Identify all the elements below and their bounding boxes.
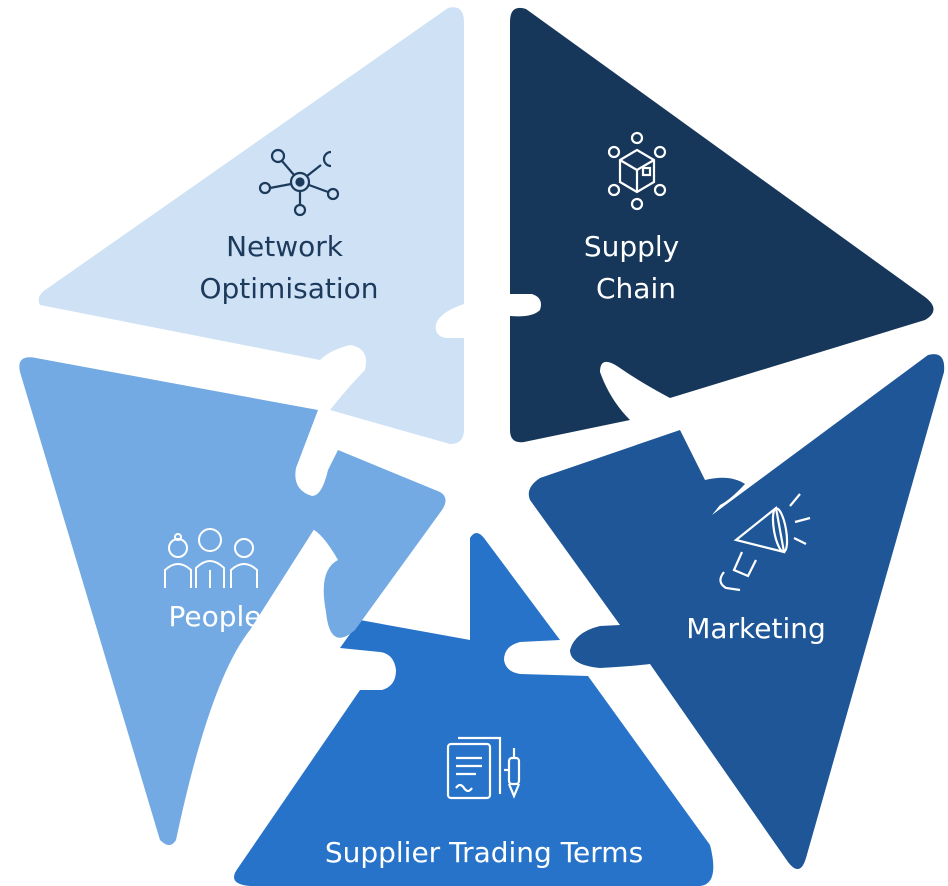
segment-people: People	[19, 357, 446, 845]
segment-supply-chain: Supply Chain	[510, 7, 934, 443]
segment-label-marketing: Marketing	[686, 612, 826, 645]
segment-label-people: People	[168, 600, 261, 633]
segment-label-supply-chain: Supply Chain	[584, 230, 688, 305]
segment-label-network-optimisation: Network Optimisation	[199, 230, 378, 305]
supply-chain-box-icon	[607, 131, 667, 211]
label-line: Supply	[584, 230, 679, 263]
segment-marketing: Marketing	[528, 354, 945, 870]
people-group-icon	[164, 528, 258, 588]
label-line: Marketing	[686, 612, 826, 645]
segment-label-supplier-trading-terms: Supplier Trading Terms	[325, 836, 643, 869]
segment-supplier-trading-terms: Supplier Trading Terms	[234, 533, 714, 886]
segment-network-optimisation: Network Optimisation	[38, 7, 464, 444]
label-line: Chain	[596, 272, 676, 305]
megaphone-icon	[719, 493, 811, 592]
contract-document-icon	[446, 736, 521, 800]
network-icon	[258, 148, 340, 217]
label-line: Supplier Trading Terms	[325, 836, 643, 869]
label-line: People	[168, 600, 261, 633]
label-line: Optimisation	[199, 272, 378, 305]
label-line: Network	[226, 230, 344, 263]
